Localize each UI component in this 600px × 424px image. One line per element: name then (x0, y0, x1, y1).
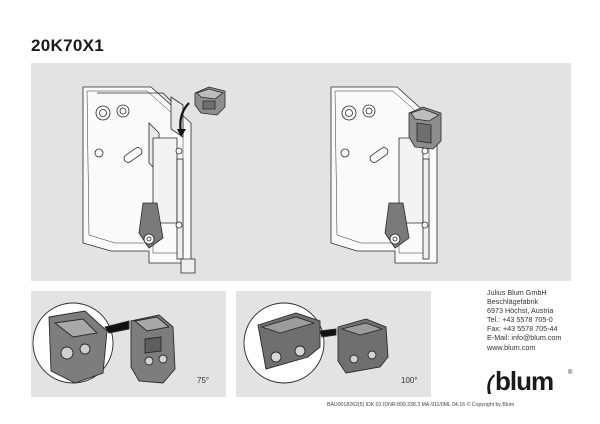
detail-panel-100: 100° (236, 291, 431, 397)
document-footer: BAU0018262(5) IDK:01 IDNR:899.338.3 MA-9… (327, 402, 515, 408)
company-name: Julius Blum GmbH (487, 288, 547, 297)
angle-label-75: 75° (197, 376, 210, 385)
company-address: 6973 Höchst, Austria (487, 306, 554, 316)
company-division: Beschlägefabrik (487, 297, 539, 307)
company-website: www.blum.com (487, 342, 536, 352)
company-fax: Fax: +43 5578 705-44 (487, 324, 558, 334)
mechanism-left (82, 86, 196, 274)
logo-wordmark: blum (495, 366, 554, 396)
logo-swoosh-icon (487, 374, 495, 394)
contact-info: Julius Blum GmbH Beschlägefabrik 6973 Hö… (487, 288, 561, 352)
cover-cap-left (194, 86, 226, 116)
angle-label-100: 100° (401, 376, 418, 385)
detail-illustration-75 (32, 302, 176, 384)
detail-illustration-100 (243, 302, 389, 384)
cover-cap-right (408, 106, 442, 150)
blum-logo-icon: blum ® (484, 366, 573, 399)
detail-panel-75: 75° (31, 291, 226, 397)
assembly-illustration (82, 86, 442, 274)
assembly-illustration-panel (31, 63, 571, 281)
company-tel: Tel.: +43 5578 705-0 (487, 315, 553, 325)
logo-registered: ® (568, 370, 573, 376)
page-title: 20K70X1 (31, 36, 104, 55)
company-email: E-Mail: info@blum.com (487, 333, 562, 343)
